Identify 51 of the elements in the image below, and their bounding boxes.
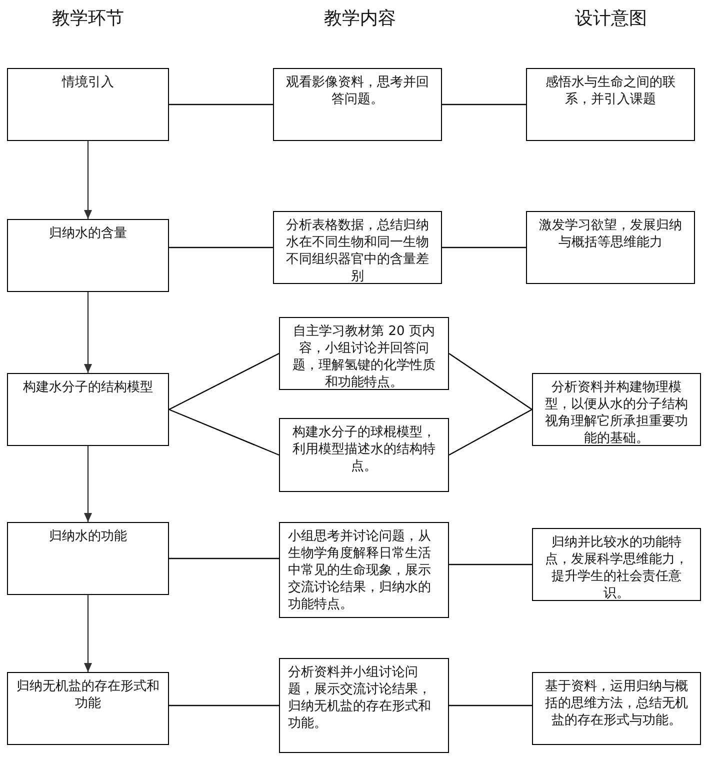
process-box [7, 68, 169, 141]
box-text: 构建水分子的球棍模型，利用模型描述水的结构特点。 [292, 424, 436, 475]
box-text: 激发学习欲望，发展归纳与概括等思维能力 [538, 217, 683, 251]
connector-line [448, 408, 532, 456]
box-text: 归纳并比较水的功能特点，发展科学思维能力，提升学生的社会责任意识。 [544, 534, 689, 602]
process-box [7, 373, 169, 446]
process-box [273, 211, 442, 284]
box-text: 自主学习教材第 20 页内容，小组讨论并回答问题，理解氢键的化学性质和功能特点。 [292, 323, 436, 391]
connector-line [449, 564, 532, 566]
box-text: 归纳水的含量 [48, 225, 128, 242]
process-box [526, 68, 695, 141]
box-text: 归纳水的功能 [48, 528, 128, 545]
connector-line [449, 704, 532, 706]
process-box [7, 219, 169, 292]
connector-line [169, 104, 273, 106]
process-box [532, 672, 701, 745]
arrow [84, 446, 92, 522]
column-header: 教学内容 [324, 8, 396, 30]
process-box [279, 418, 449, 492]
connector-line [169, 704, 279, 706]
connector-line [169, 558, 279, 560]
connector-line [168, 408, 280, 456]
box-text: 分析资料并构建物理模型，以便从水的分子结构视角理解它所承担重要功能的基础。 [544, 379, 689, 447]
connector-line [442, 104, 526, 106]
column-header: 教学环节 [52, 8, 124, 30]
process-box [7, 672, 169, 745]
connector-line [442, 246, 526, 248]
box-text: 感悟水与生命之间的联系，并引入课题 [544, 74, 676, 108]
box-text: 分析资料并小组讨论问题，展示交流讨论结果，归纳无机盐的存在形式和功能。 [288, 664, 432, 732]
box-text: 归纳无机盐的存在形式和功能 [16, 678, 160, 712]
process-box [532, 528, 701, 601]
connector-line [169, 246, 273, 248]
process-box [279, 658, 449, 753]
connector-line [168, 352, 280, 410]
arrow [84, 141, 92, 219]
column-header: 设计意图 [575, 8, 647, 30]
process-box [526, 211, 695, 284]
box-text: 基于资料，运用归纳与概括的思维方法，总结无机盐的存在形式与功能。 [544, 678, 689, 729]
box-text: 构建水分子的结构模型 [22, 379, 154, 396]
process-box [279, 317, 449, 390]
box-text: 分析表格数据，总结归纳水在不同生物和同一生物不同组织器官中的含量差别 [285, 217, 430, 285]
box-text: 观看影像资料，思考并回答问题。 [285, 74, 430, 108]
box-text: 情境引入 [60, 74, 115, 91]
arrow [84, 292, 92, 373]
process-box [532, 373, 701, 446]
connector-line [448, 353, 532, 410]
box-text: 小组思考并讨论问题，从生物学角度解释日常生活中常见的生命现象，展示交流讨论结果，归纳水的功能特点。 [288, 528, 432, 613]
process-box [279, 522, 449, 618]
arrow [84, 595, 92, 672]
process-box [7, 522, 169, 595]
process-box [273, 68, 442, 141]
